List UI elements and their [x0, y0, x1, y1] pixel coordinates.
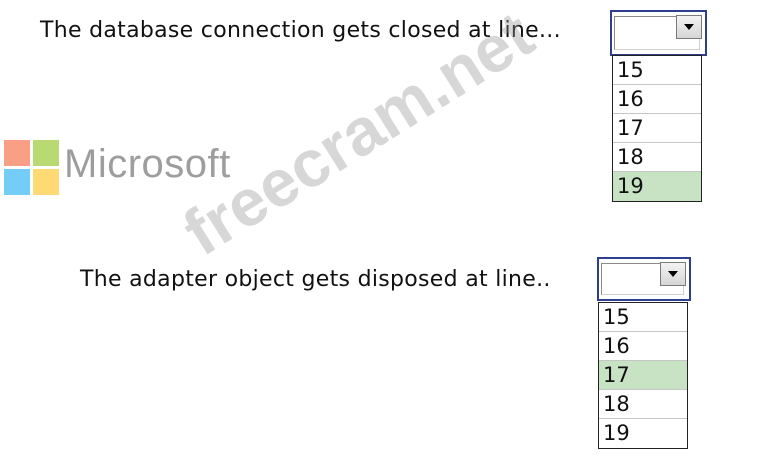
question-2-option-15[interactable]: 15	[599, 303, 687, 332]
question-1-option-16[interactable]: 16	[613, 85, 701, 114]
logo-square-green	[33, 140, 59, 166]
question-2-option-19[interactable]: 19	[603, 421, 630, 445]
logo-square-red	[4, 140, 30, 166]
chevron-down-icon	[684, 24, 694, 30]
question-1-dropdown-button[interactable]	[676, 15, 702, 39]
question-1-option-15[interactable]: 15	[613, 56, 701, 85]
question-1-option-19[interactable]: 19	[613, 172, 701, 201]
question-1-dropdown[interactable]	[610, 10, 707, 56]
question-2-option-18[interactable]: 18	[599, 390, 687, 419]
logo-square-yellow	[33, 169, 59, 195]
question-1-options-list: 15 16 17 18 19	[612, 55, 702, 202]
question-2-option-17[interactable]: 17	[599, 361, 687, 390]
question-1-option-17[interactable]: 17	[613, 114, 701, 143]
chevron-down-icon	[668, 271, 678, 277]
question-1-option-18[interactable]: 18	[613, 143, 701, 172]
question-2-option-16[interactable]: 16	[599, 332, 687, 361]
question-2-options-list: 15 16 17 18 19	[598, 302, 688, 449]
logo-square-blue	[4, 169, 30, 195]
question-2-label: The adapter object gets disposed at line…	[80, 267, 551, 292]
question-2-dropdown[interactable]	[597, 257, 691, 301]
question-2-dropdown-button[interactable]	[660, 262, 686, 286]
question-1-label: The database connection gets closed at l…	[40, 18, 561, 43]
microsoft-wordmark: Microsoft	[64, 142, 231, 186]
